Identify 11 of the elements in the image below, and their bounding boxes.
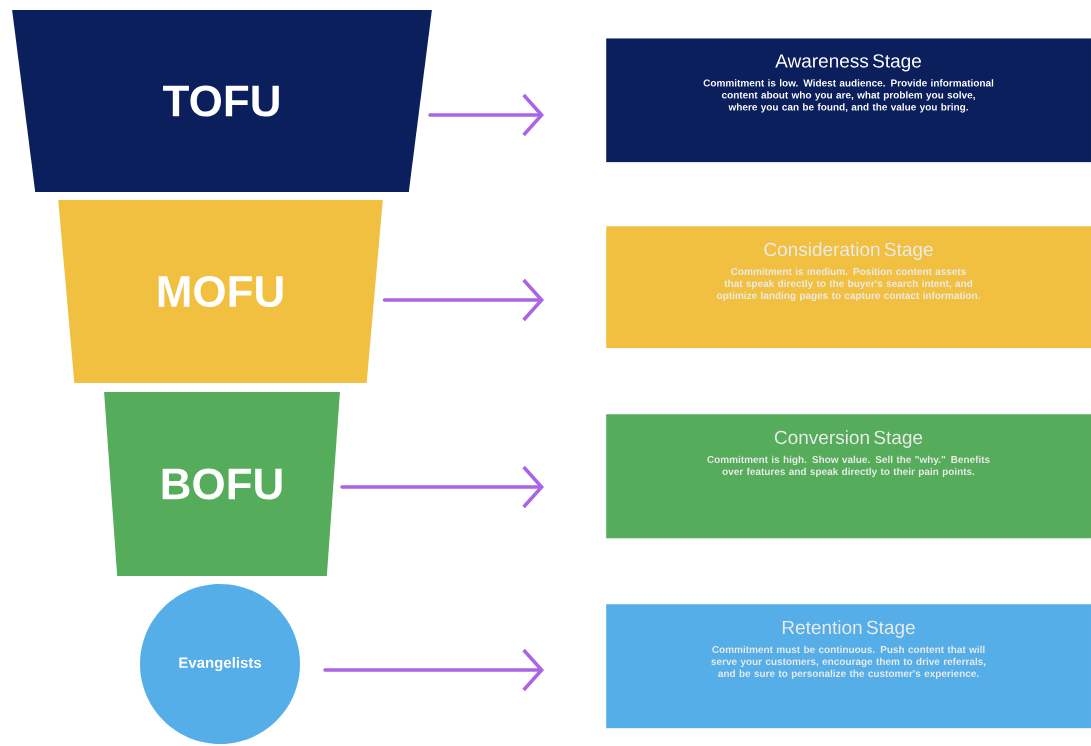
stage-box: Retention Stage Commitment must be continuous. Push content that will serve your customers, encourage them to drive referrals, and be sure to personalize the customer's experience. (606, 604, 1091, 729)
arrow (428, 93, 544, 137)
funnel-segment: TOFU (12, 10, 432, 192)
funnel-segment: BOFU (104, 392, 340, 576)
arrow (340, 465, 544, 509)
stage-box: Awareness Stage Commitment is low. Widest audience. Provide informational content about who you are, what problem you solve, where you can be found, and the value you bring. (606, 38, 1091, 163)
arrow (382, 278, 544, 322)
funnel-segment: MOFU (58, 200, 383, 383)
stage-box: Conversion Stage Commitment is high. Show value. Sell the "why." Benefits over features and speak directly to their pain points. (606, 414, 1091, 539)
stage-box: Consideration Stage Commitment is medium. Position content assets that speak directly to the buyer's search intent, and optimize landing pages to capture contact information. (606, 226, 1091, 349)
arrow (323, 648, 544, 692)
